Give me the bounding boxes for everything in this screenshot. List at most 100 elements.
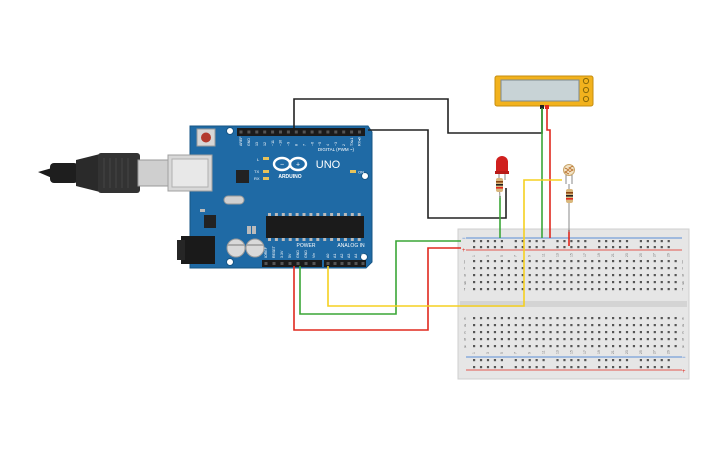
column-number: 11 [542,350,546,354]
display-pin-vcc[interactable] [545,105,549,109]
digital-pin-hole[interactable] [342,130,346,134]
digital-pin-hole[interactable] [294,130,298,134]
digital-pin-label: 2 [342,144,346,146]
row-letter: h [682,273,684,278]
digital-pin-hole[interactable] [239,130,243,134]
row-letter: c [464,330,466,335]
row-letter: j [463,259,465,264]
rail-minus-label-top: − [462,236,466,242]
usb-chip [236,170,249,183]
digital-pin-hole[interactable] [318,130,322,134]
digital-pin-hole[interactable] [350,130,354,134]
column-number: 15 [569,253,573,257]
ldr-resistor[interactable] [566,184,573,232]
crystal [223,195,245,205]
wire-red-display[interactable] [546,108,551,238]
digital-pin-label: 13 [255,142,259,146]
digital-pin-label: GND [247,138,251,146]
row-letter: i [464,266,465,271]
analog-pin-hole[interactable] [333,262,337,265]
power-pin-hole[interactable] [296,262,300,265]
row-letter: e [464,316,467,321]
digital-header-label: DIGITAL (PWM ~) [318,147,355,152]
power-jack [181,236,215,264]
digital-pin-hole[interactable] [263,130,267,134]
digital-pin-hole[interactable] [271,130,275,134]
column-number: 29 [667,253,671,257]
power-pin-label: RESET [272,245,276,258]
digital-pin-hole[interactable] [286,130,290,134]
analog-pin-hole[interactable] [347,262,351,265]
wires [293,98,570,331]
digital-pin-hole[interactable] [302,130,306,134]
power-pin-hole[interactable] [280,262,284,265]
analog-pin-hole[interactable] [326,262,330,265]
digital-pin-label: TX▸1 [350,138,354,146]
led-tx-label: TX [254,169,259,174]
power-pin-hole[interactable] [288,262,292,265]
column-number: 13 [555,253,559,257]
photoresistor[interactable] [563,164,575,185]
power-pin-label: Vin [312,253,316,258]
column-number: 23 [625,350,629,354]
digital-pin-label: RX◂0 [358,137,362,146]
digital-pin-hole[interactable] [326,130,330,134]
wire-yellow-a0[interactable] [327,179,562,307]
analog-pin-label: A2 [340,254,344,258]
digital-pin-hole[interactable] [358,130,361,134]
column-number: 27 [653,253,657,257]
usb-cable-body [98,153,140,193]
digital-pin-holes [239,130,361,134]
analog-pin-hole[interactable] [340,262,344,265]
column-number: 25 [639,253,643,257]
display-module[interactable] [494,75,594,109]
usb-plug-metal [137,159,169,187]
power-pin-hole[interactable] [304,262,308,265]
digital-pin-hole[interactable] [279,130,282,134]
analog-header[interactable] [324,260,366,267]
svg-text:−: − [280,162,284,169]
column-number: 21 [611,253,615,257]
reset-button[interactable] [196,128,216,147]
wire-red-5v[interactable] [293,247,461,331]
red-led[interactable] [495,156,509,180]
column-number: 7 [514,255,518,257]
power-pin-label: IOREF [264,246,268,258]
digital-pin-hole[interactable] [310,130,314,134]
power-header[interactable] [262,260,322,267]
power-pin-hole[interactable] [272,262,276,265]
digital-pin-hole[interactable] [334,130,338,134]
rail-plus-label-bottom: + [682,369,686,375]
analog-pin-label: A0 [326,254,330,258]
led-resistor[interactable] [496,178,503,199]
analog-pin-hole[interactable] [354,262,358,265]
digital-pin-hole[interactable] [255,130,259,134]
column-number: 21 [611,350,615,354]
power-header-label: POWER [297,243,316,249]
power-pin-label: GND [304,250,308,258]
analog-pin-hole[interactable] [361,262,365,265]
digital-pin-label: ~6 [310,142,314,146]
usb-cable-neck [76,154,100,192]
atmega-chip [266,216,364,238]
wire-green-gnd[interactable] [299,240,461,315]
column-number: 25 [639,350,643,354]
digital-pin-hole[interactable] [247,130,251,134]
power-pin-hole[interactable] [312,262,316,265]
column-number: 5 [500,255,504,257]
board-model: UNO [316,159,341,171]
column-number: 19 [597,253,601,257]
digital-header[interactable] [237,128,365,136]
wire-black-gnd-led[interactable] [368,129,507,219]
usb-cable[interactable] [38,153,169,193]
row-letter: a [682,344,685,349]
capacitor-1 [226,238,246,258]
analog-pin-label: A1 [333,254,337,258]
power-pin-hole[interactable] [264,262,268,265]
